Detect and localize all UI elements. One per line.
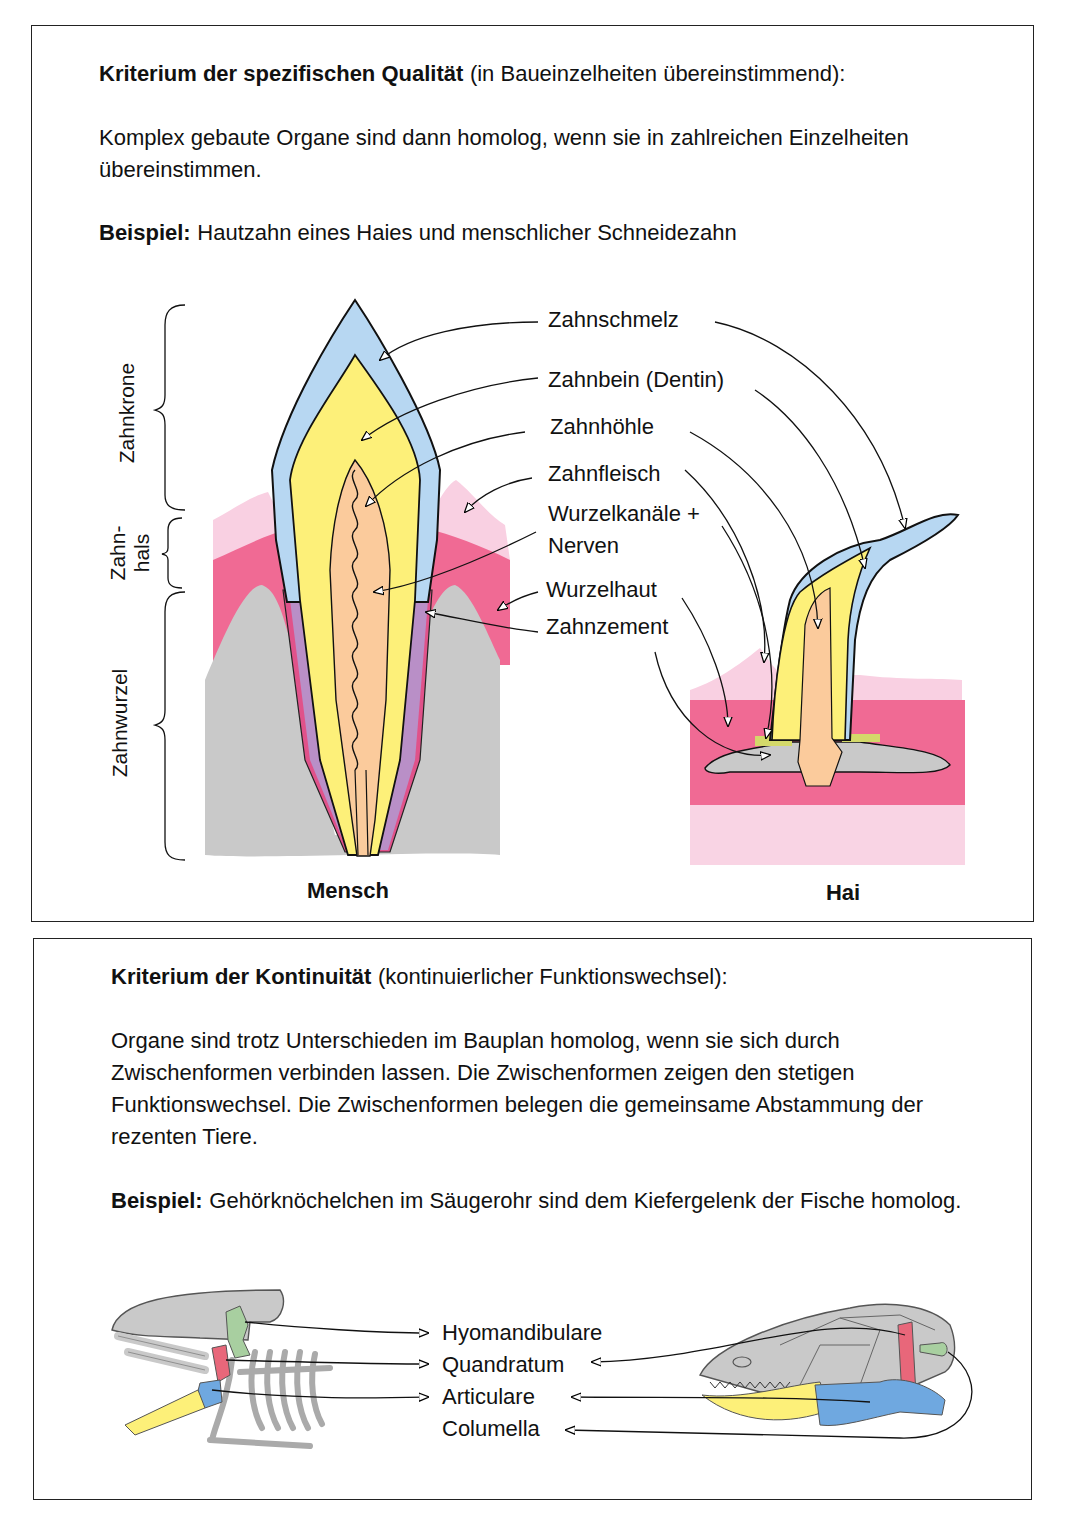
human-tooth xyxy=(205,300,510,856)
part-label: Zahnfleisch xyxy=(548,461,661,487)
part-label: Articulare xyxy=(442,1384,535,1410)
panel-text: Organe sind trotz Unterschieden im Baupl… xyxy=(111,1028,923,1149)
example-label: Beispiel: xyxy=(111,1188,203,1213)
part-label: Zahnschmelz xyxy=(548,307,679,333)
brackets xyxy=(155,305,185,860)
part-label: Wurzelhaut xyxy=(546,577,657,603)
panel-heading: Kriterium der Kontinuität xyxy=(111,964,371,989)
panel-text: Gehörknöchelchen im Säugerohr sind dem K… xyxy=(209,1188,961,1213)
fish-skull xyxy=(112,1290,330,1446)
region-label: Zahnkrone xyxy=(114,328,140,498)
part-label: Zahnzement xyxy=(546,614,668,640)
panel-text: Hautzahn eines Haies und menschlicher Sc… xyxy=(197,220,736,245)
reptile-skull xyxy=(700,1304,955,1425)
part-label: Columella xyxy=(442,1416,540,1442)
figure-caption: Mensch xyxy=(268,878,428,904)
example-label: Beispiel: xyxy=(99,220,191,245)
panel-heading: Kriterium der spezifischen Qualität xyxy=(99,61,463,86)
figure-caption: Hai xyxy=(783,880,903,906)
part-label: Zahnbein (Dentin) xyxy=(548,367,724,393)
shark-tooth xyxy=(690,514,965,865)
part-label: Quandratum xyxy=(442,1352,564,1378)
text-line: Beispiel:Hautzahn eines Haies und mensch… xyxy=(99,217,959,249)
panel-text: (in Baueinzelheiten übereinstimmend): xyxy=(470,61,845,86)
region-label: Zahnwurzel xyxy=(107,643,133,803)
text-line: Organe sind trotz Unterschieden im Baupl… xyxy=(111,1025,981,1153)
part-label: Zahnhöhle xyxy=(550,414,654,440)
part-label: Hyomandibulare xyxy=(442,1320,602,1346)
part-label: Wurzelkanäle + Nerven xyxy=(548,498,733,562)
text-line: Kriterium der spezifischen Qualität (in B… xyxy=(99,58,959,90)
text-line: Komplex gebaute Organe sind dann homolog… xyxy=(99,122,959,186)
criterion-panel: Kriterium der spezifischen Qualität (in B… xyxy=(31,25,1034,922)
panel-text: (kontinuierlicher Funktionswechsel): xyxy=(378,964,728,989)
leader-lines xyxy=(362,322,905,755)
criterion-panel: Kriterium der Kontinuität (kontinuierlich… xyxy=(33,938,1032,1500)
panel-text: Komplex gebaute Organe sind dann homolog… xyxy=(99,125,909,182)
region-label: Zahn-hals xyxy=(106,521,154,585)
text-line: Kriterium der Kontinuität (kontinuierlich… xyxy=(111,961,981,993)
text-line: Beispiel:Gehörknöchelchen im Säugerohr s… xyxy=(111,1185,981,1217)
